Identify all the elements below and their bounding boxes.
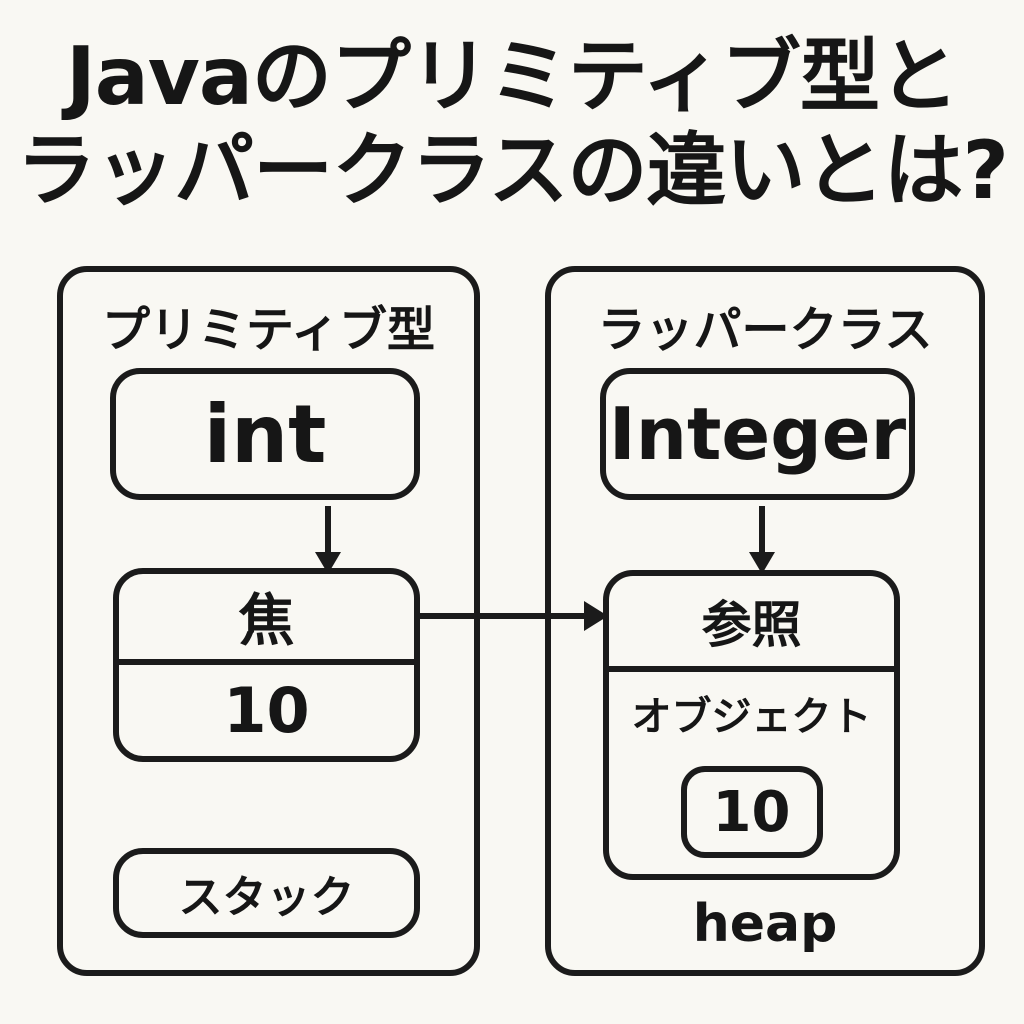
arrow-shaft bbox=[325, 506, 331, 552]
int-to-value-arrow-icon bbox=[315, 506, 341, 574]
int-type-box: int bbox=[110, 368, 420, 500]
integer-type-box: Integer bbox=[600, 368, 915, 500]
reference-box: 参照 オブジェクト 10 bbox=[603, 570, 900, 880]
int-type-label: int bbox=[203, 387, 327, 481]
wrapper-panel-title: ラッパークラス bbox=[597, 302, 933, 358]
stack-label: スタック bbox=[178, 872, 355, 923]
arrow-head-down-icon bbox=[749, 552, 775, 574]
arrow-shaft bbox=[759, 506, 765, 552]
value-box: 焦 10 bbox=[113, 568, 420, 762]
reference-label: 参照 bbox=[609, 576, 894, 672]
value-box-label: 焦 bbox=[119, 574, 414, 666]
object-value-box: 10 bbox=[680, 766, 823, 858]
value-to-reference-arrow-icon bbox=[420, 601, 608, 631]
object-label: オブジェクト bbox=[631, 694, 872, 740]
value-box-value: 10 bbox=[223, 674, 310, 748]
integer-type-label: Integer bbox=[608, 392, 907, 476]
primitive-panel: プリミティブ型 int 焦 10 スタック bbox=[57, 266, 480, 976]
arrow-shaft bbox=[420, 613, 584, 619]
page-title: Javaのプリミティブ型と ラッパークラスの違いとは? bbox=[0, 30, 1024, 219]
object-section: オブジェクト 10 bbox=[609, 672, 894, 874]
object-value: 10 bbox=[712, 779, 791, 845]
wrapper-panel: ラッパークラス Integer 参照 オブジェクト 10 heap bbox=[545, 266, 985, 976]
arrow-head-right-icon bbox=[584, 601, 608, 631]
stack-box: スタック bbox=[113, 848, 420, 938]
title-line-1: Javaのプリミティブ型と bbox=[65, 30, 959, 123]
primitive-panel-title: プリミティブ型 bbox=[101, 302, 436, 358]
heap-label: heap bbox=[692, 894, 838, 954]
integer-to-reference-arrow-icon bbox=[749, 506, 775, 574]
title-line-2: ラッパークラスの違いとは? bbox=[16, 124, 1009, 218]
